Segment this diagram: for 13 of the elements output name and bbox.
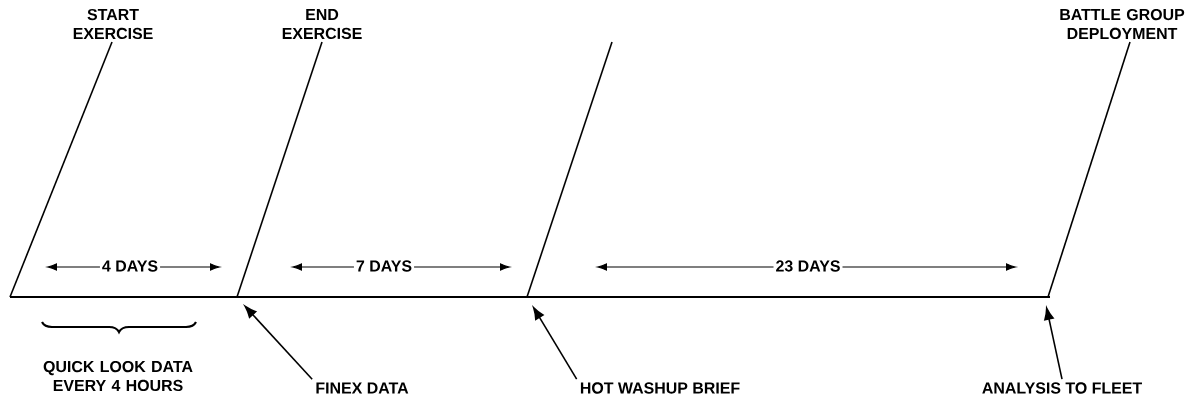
annotation-text: HOT WASHUP BRIEF <box>580 382 740 394</box>
milestone-label: START EXERCISE <box>73 8 153 40</box>
annotation-text: FINEX DATA <box>316 382 409 394</box>
milestone-label: END EXERCISE <box>282 9 362 40</box>
duration-label: 23 DAYS <box>773 258 843 274</box>
milestone-label: QUICK LOOK DATA EVERY 4 HOURS <box>43 360 193 392</box>
leader-arrow <box>244 305 313 381</box>
duration-label: 4 DAYS <box>99 258 161 274</box>
annotation-text: ANALYSIS TO FLEET <box>982 382 1142 394</box>
milestone-label: BATTLE GROUP DEPLOYMENT <box>1060 8 1185 40</box>
leader-arrow <box>532 307 578 380</box>
duration-label: 7 DAYS <box>353 258 415 274</box>
leader-arrow <box>1044 307 1063 380</box>
